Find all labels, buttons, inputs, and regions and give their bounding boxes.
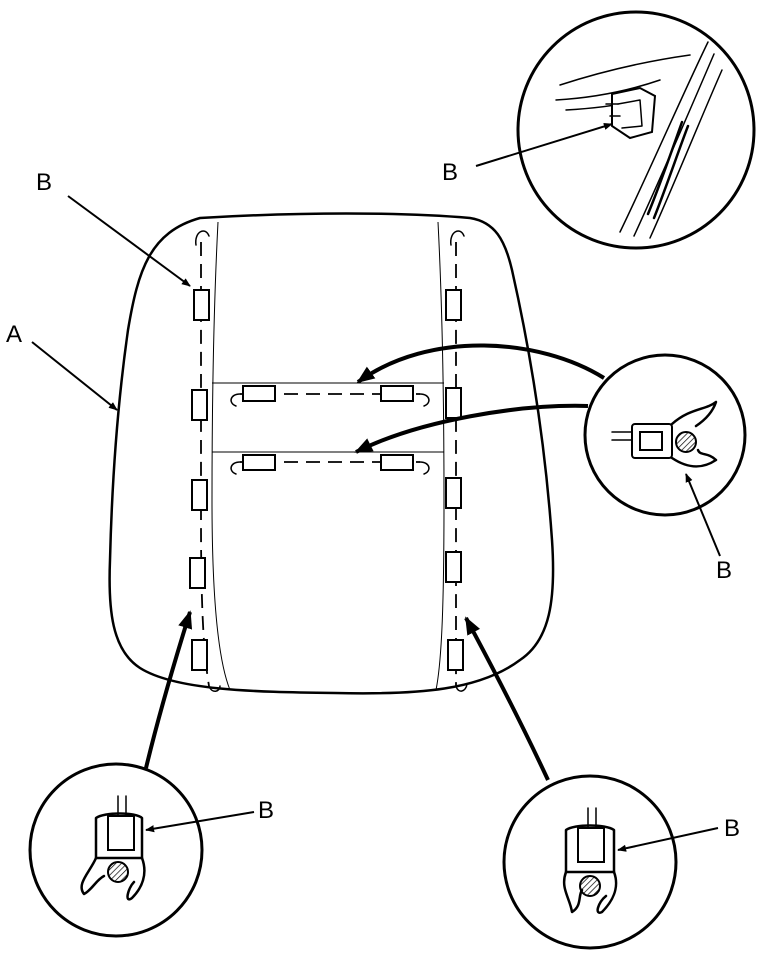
leader-bottom-right-to-wire [464,616,550,781]
leader-b-middle-detail [685,473,721,557]
leader-a [31,341,118,411]
clip [242,454,276,471]
label-a: A [6,321,22,348]
detail-middle-content [611,400,718,468]
detail-bottom-left-content [80,795,146,901]
clip [445,477,462,509]
clip [447,639,464,671]
clip [191,639,208,671]
clip [189,557,206,589]
detail-bottom-left [28,762,204,938]
detail-bottom-right [502,774,678,950]
clip [242,385,276,402]
clip [445,551,462,583]
clip [445,289,462,321]
clip [380,454,414,471]
leader-b-top-left [67,195,191,287]
clip [191,389,208,421]
detail-top-content [555,41,723,239]
seat-back-cover [108,212,555,695]
clip [445,387,462,419]
leader-middle-to-lower-wire [354,403,589,454]
seat-back-outline [108,212,555,695]
label-b-bottom-left-detail: B [258,797,274,824]
label-b-top-detail: B [442,159,458,186]
leader-bottom-left-to-wire [144,610,193,769]
label-b-middle-detail: B [716,557,732,584]
leader-middle-to-upper-wire [356,343,606,384]
label-b-bottom-right-detail: B [724,815,740,842]
left-seam [211,221,231,691]
leader-b-top-detail [475,122,613,167]
leader-b-bottom-right-detail [617,827,719,852]
clip [193,289,210,321]
right-seam [435,221,445,691]
hog-ring-clips [189,289,464,671]
clip [380,385,414,402]
label-b-top-left: B [36,169,52,196]
detail-middle-right [583,353,747,517]
leader-b-bottom-left-detail [145,811,255,833]
detail-top-right [516,10,756,250]
clip [191,479,208,511]
detail-bottom-right-content [562,807,618,914]
